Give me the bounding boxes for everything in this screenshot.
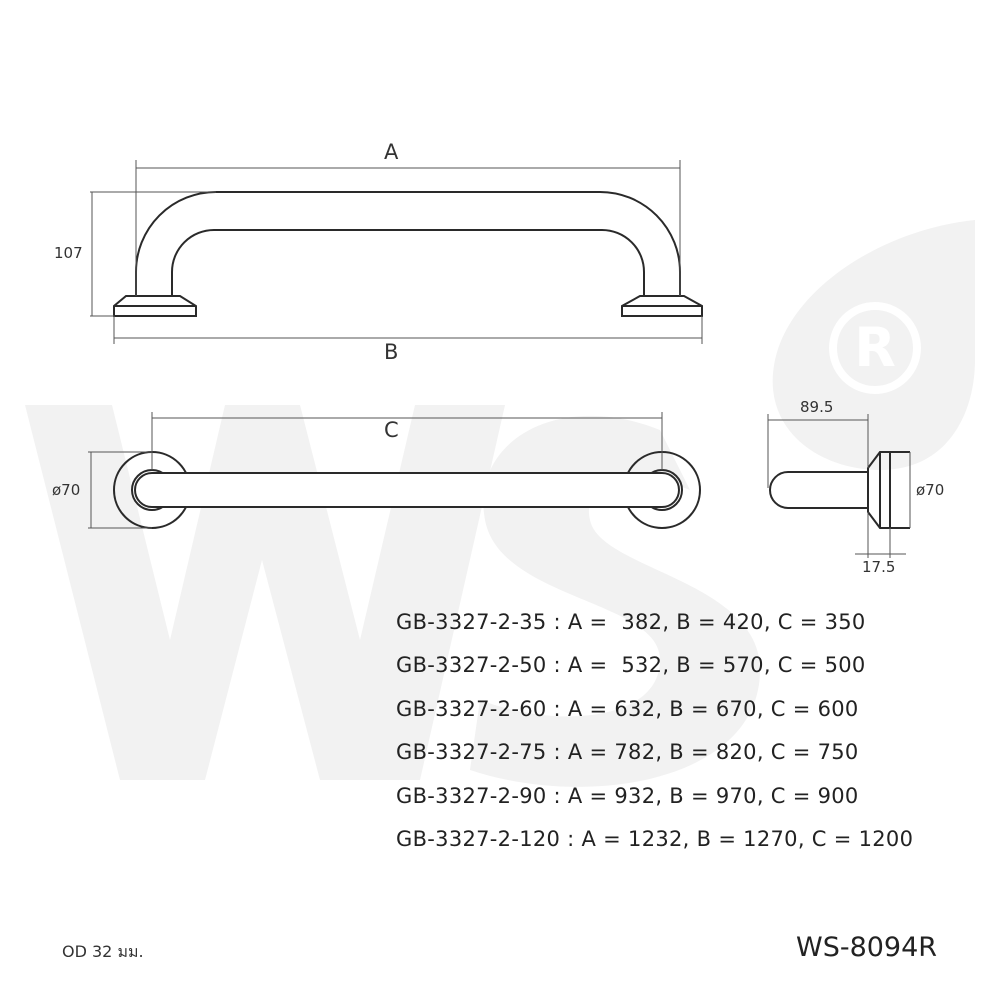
spec-row: GB-3327-2-60 : A = 632, B = 670, C = 600 [396, 697, 859, 721]
svg-text:R: R [854, 316, 896, 379]
spec-row: GB-3327-2-75 : A = 782, B = 820, C = 750 [396, 740, 859, 764]
side-bar-outline [769, 471, 869, 509]
spec-row: GB-3327-2-50 : A = 532, B = 570, C = 500 [396, 653, 866, 677]
grab-bar-outer-outline [135, 191, 681, 296]
depth-dimension-label: 89.5 [800, 398, 834, 416]
side-diameter-label: ø70 [916, 481, 945, 499]
height-dimension-label: 107 [54, 244, 83, 262]
watermark-w-letter [25, 405, 505, 780]
outer-diameter-note: OD 32 มม. [62, 942, 144, 961]
dimension-a-label: A [384, 140, 399, 164]
watermark-s-letter [470, 415, 760, 787]
left-base-flange [113, 295, 197, 317]
grab-bar-inner-outline [171, 229, 645, 296]
spec-row: GB-3327-2-90 : A = 932, B = 970, C = 900 [396, 784, 859, 808]
spec-row: GB-3327-2-35 : A = 382, B = 420, C = 350 [396, 610, 866, 634]
watermark-leaf-shape [772, 220, 975, 470]
dimension-c-label: C [384, 418, 399, 442]
dimension-b-label: B [384, 340, 399, 364]
front-bar-outline [134, 472, 680, 508]
model-number: WS-8094R [796, 932, 938, 963]
flange-dimension-label: 17.5 [862, 558, 896, 576]
spec-row: GB-3327-2-120 : A = 1232, B = 1270, C = … [396, 827, 914, 851]
front-diameter-label: ø70 [52, 481, 81, 499]
registered-trademark-icon: R [829, 302, 921, 394]
